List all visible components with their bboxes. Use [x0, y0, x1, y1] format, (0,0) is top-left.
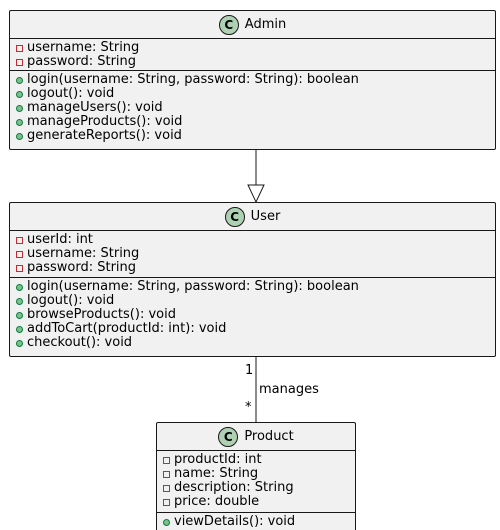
product-attributes: productId: int name: String description:… [157, 451, 355, 513]
private-visibility-icon [16, 44, 23, 52]
product-attribute: productId: int [163, 453, 355, 467]
product-attribute: name: String [163, 467, 355, 481]
product-method: viewDetails(): void [163, 515, 355, 529]
generalization-arrowhead [247, 184, 265, 204]
public-visibility-icon [16, 76, 23, 84]
private-visibility-icon [16, 250, 23, 258]
admin-method: manageUsers(): void [16, 101, 495, 115]
user-method: logout(): void [16, 294, 495, 308]
product-class[interactable]: C Product productId: int name: String de… [156, 422, 356, 530]
user-attribute-text: username: String [27, 246, 140, 261]
product-class-name: Product [244, 429, 294, 444]
user-method-text: logout(): void [27, 293, 115, 308]
admin-method-text: login(username: String, password: String… [27, 72, 359, 87]
private-visibility-icon [163, 484, 170, 492]
admin-class-name: Admin [244, 17, 287, 32]
product-attribute-text: price: double [174, 494, 260, 509]
user-class-header: C User [10, 203, 495, 231]
user-method-text: checkout(): void [27, 335, 133, 350]
association-label: manages [259, 382, 319, 397]
user-method-text: addToCart(productId: int): void [27, 321, 227, 336]
public-visibility-icon [16, 339, 23, 347]
admin-attribute-text: username: String [27, 40, 140, 55]
admin-method: logout(): void [16, 87, 495, 101]
admin-attribute-text: password: String [27, 54, 137, 69]
admin-attribute: password: String [16, 55, 495, 69]
private-visibility-icon [16, 236, 23, 244]
product-attribute-text: description: String [174, 480, 294, 495]
user-method-text: login(username: String, password: String… [27, 279, 359, 294]
public-visibility-icon [16, 325, 23, 333]
target-multiplicity-label: * [245, 400, 252, 415]
public-visibility-icon [16, 283, 23, 291]
admin-method-text: logout(): void [27, 86, 115, 101]
user-attribute-text: password: String [27, 260, 137, 275]
class-badge-icon: C [224, 206, 245, 227]
public-visibility-icon [16, 132, 23, 140]
class-badge-icon: C [218, 426, 239, 447]
public-visibility-icon [163, 518, 170, 526]
user-class[interactable]: C User userId: int username: String pass… [9, 202, 496, 357]
public-visibility-icon [16, 104, 23, 112]
public-visibility-icon [16, 311, 23, 319]
product-class-header: C Product [157, 423, 355, 451]
product-attribute-text: name: String [174, 466, 259, 481]
private-visibility-icon [16, 264, 23, 272]
user-method-text: browseProducts(): void [27, 307, 176, 322]
admin-methods: login(username: String, password: String… [10, 71, 495, 145]
public-visibility-icon [16, 118, 23, 126]
private-visibility-icon [163, 470, 170, 478]
user-attribute-text: userId: int [27, 232, 93, 247]
class-badge-icon: C [218, 14, 239, 35]
admin-attribute: username: String [16, 41, 495, 55]
user-methods: login(username: String, password: String… [10, 278, 495, 352]
user-method: browseProducts(): void [16, 308, 495, 322]
user-attributes: userId: int username: String password: S… [10, 231, 495, 278]
private-visibility-icon [163, 456, 170, 464]
admin-method-text: manageProducts(): void [27, 114, 183, 129]
product-attribute: price: double [163, 495, 355, 509]
user-method: addToCart(productId: int): void [16, 322, 495, 336]
admin-method: manageProducts(): void [16, 115, 495, 129]
user-method: login(username: String, password: String… [16, 280, 495, 294]
user-attribute: username: String [16, 247, 495, 261]
admin-method: login(username: String, password: String… [16, 73, 495, 87]
product-methods: viewDetails(): void [157, 513, 355, 530]
admin-method-text: generateReports(): void [27, 128, 182, 143]
user-attribute: password: String [16, 261, 495, 275]
product-method-text: viewDetails(): void [174, 514, 296, 529]
product-attribute: description: String [163, 481, 355, 495]
admin-class-header: C Admin [10, 11, 495, 39]
user-class-name: User [250, 209, 281, 224]
public-visibility-icon [16, 90, 23, 98]
private-visibility-icon [16, 58, 23, 66]
admin-attributes: username: String password: String [10, 39, 495, 71]
public-visibility-icon [16, 297, 23, 305]
admin-method: generateReports(): void [16, 129, 495, 143]
product-attribute-text: productId: int [174, 452, 262, 467]
user-method: checkout(): void [16, 336, 495, 350]
user-attribute: userId: int [16, 233, 495, 247]
private-visibility-icon [163, 498, 170, 506]
admin-method-text: manageUsers(): void [27, 100, 163, 115]
source-multiplicity-label: 1 [245, 363, 254, 378]
admin-class[interactable]: C Admin username: String password: Strin… [9, 10, 496, 150]
